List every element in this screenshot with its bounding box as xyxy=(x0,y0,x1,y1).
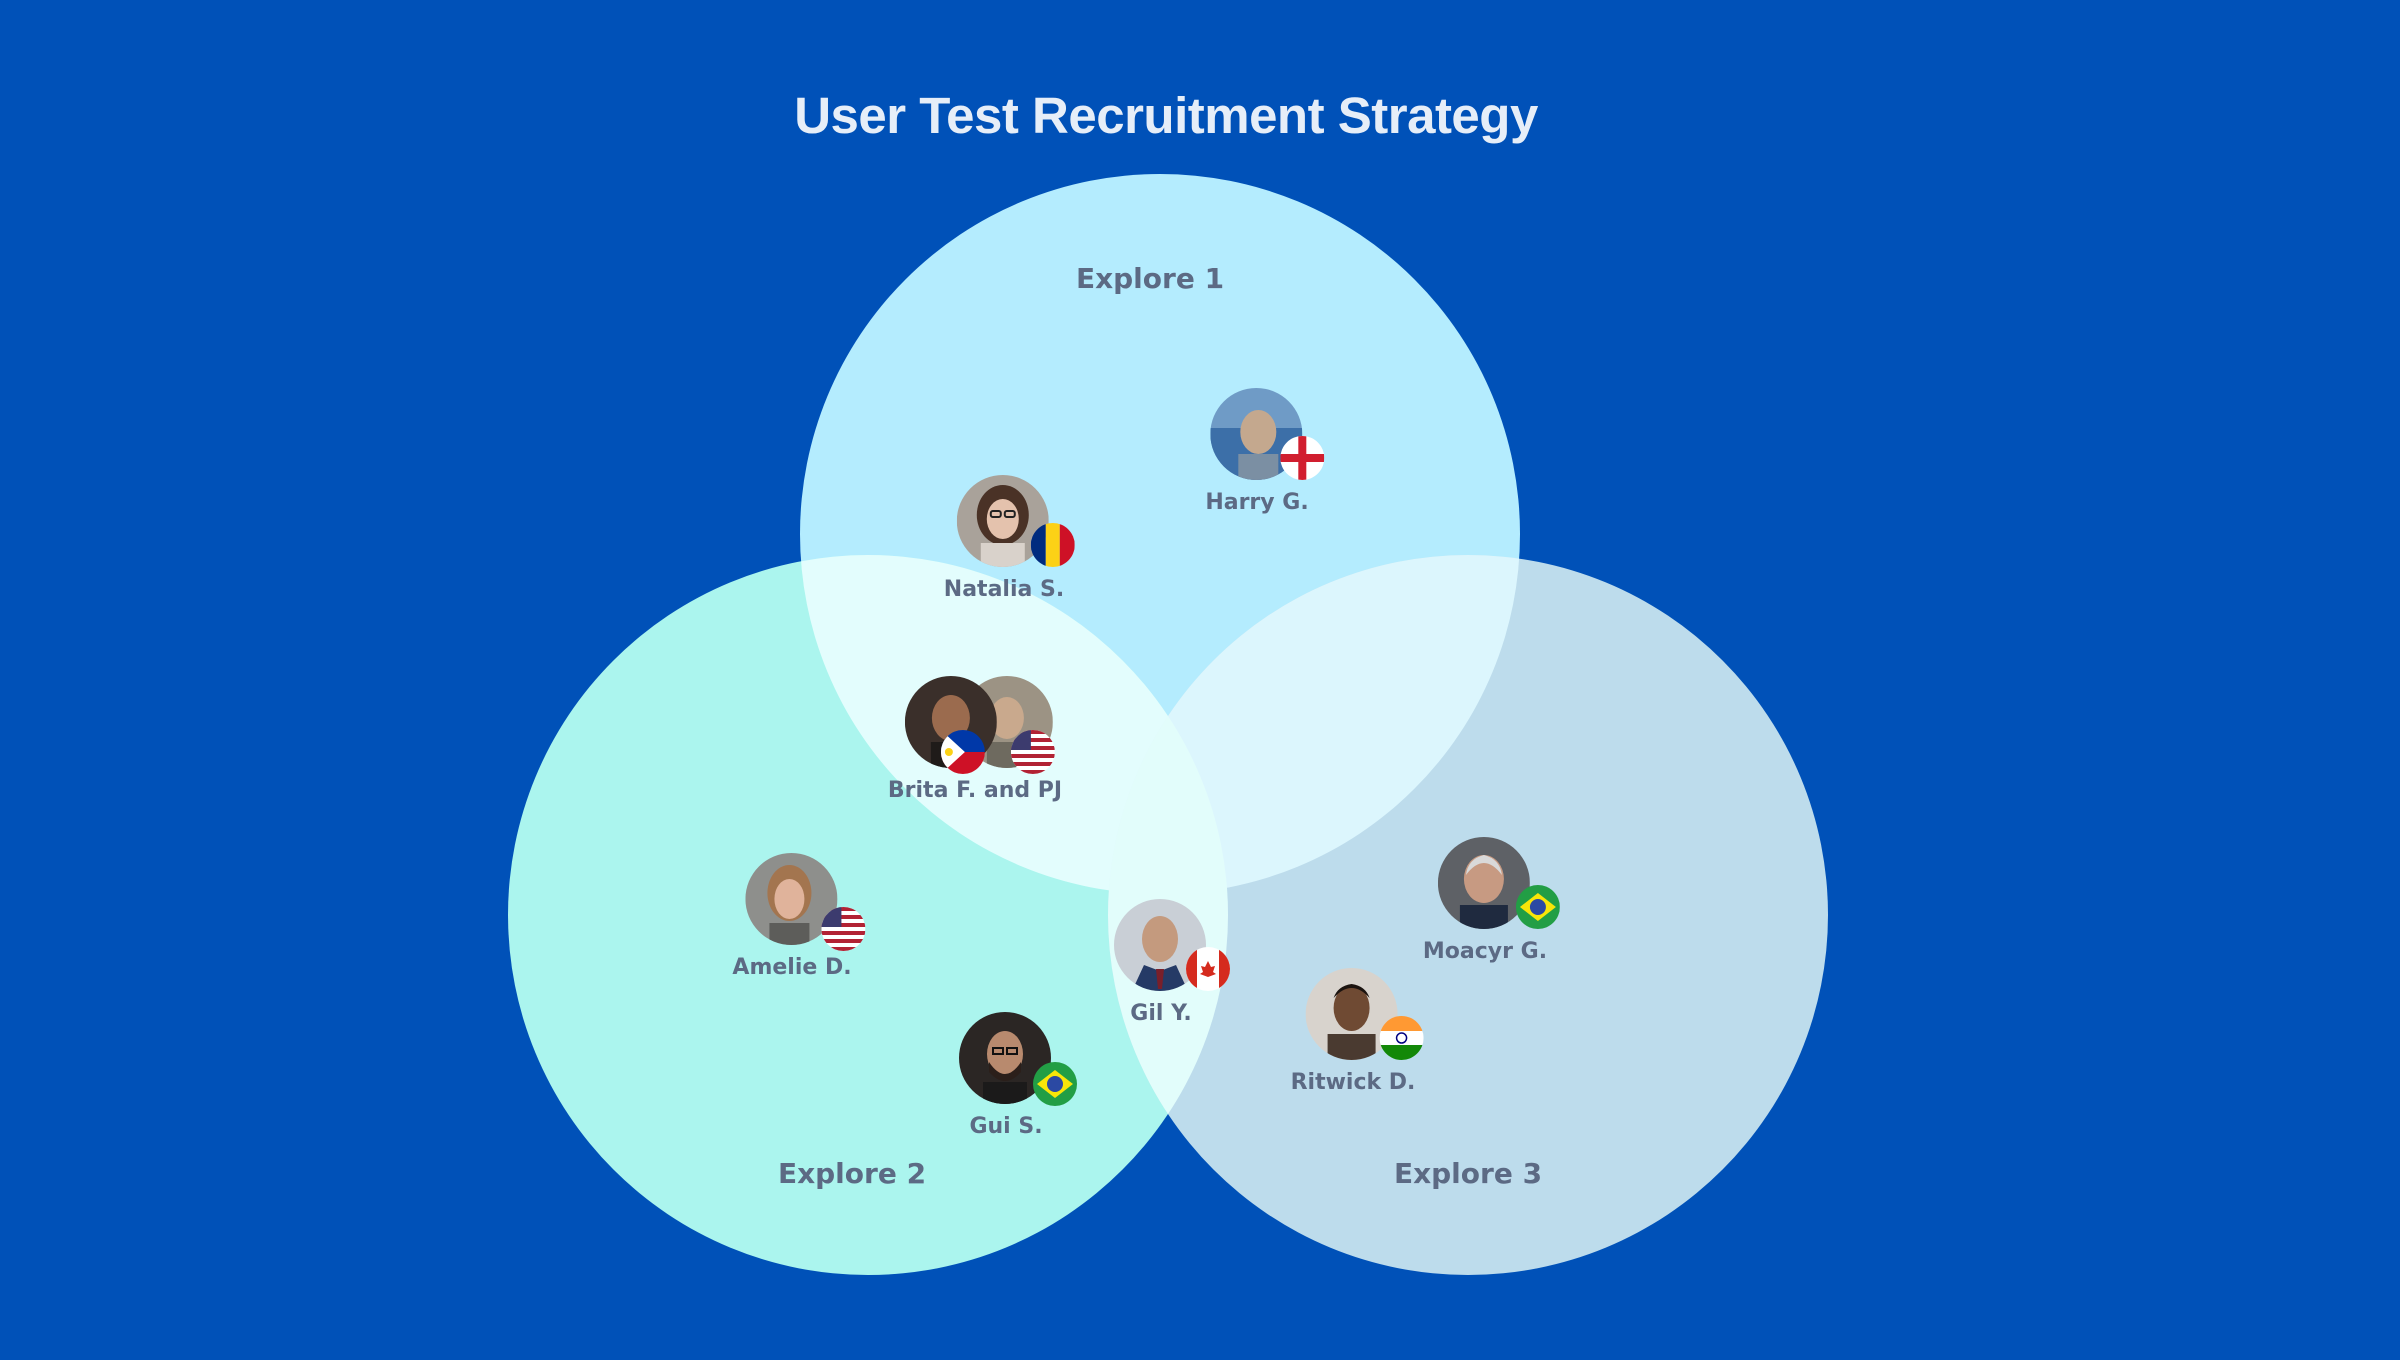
diagram-title: User Test Recruitment Strategy xyxy=(794,87,1538,144)
romania-flag-icon xyxy=(1030,523,1075,567)
person-name: Harry G. xyxy=(1205,490,1309,515)
avatar xyxy=(1437,837,1530,929)
india-flag-icon xyxy=(1379,1016,1424,1060)
england-flag-icon xyxy=(1280,436,1324,480)
avatar xyxy=(1305,968,1398,1060)
brazil-flag-icon xyxy=(1515,885,1560,929)
person-natalia: Natalia S. xyxy=(943,475,1075,602)
person-name: Ritwick D. xyxy=(1290,1070,1416,1095)
person-gui: Gui S. xyxy=(959,1012,1077,1139)
explore-3-label: Explore 3 xyxy=(1393,1157,1543,1190)
person-name: Gil Y. xyxy=(1130,1001,1192,1026)
brazil-flag-icon xyxy=(1033,1062,1077,1106)
person-ritwick: Ritwick D. xyxy=(1290,968,1424,1095)
person-brita-and-pj: Brita F. and PJ xyxy=(888,676,1062,803)
philippines-flag-icon xyxy=(941,730,985,774)
explore-1-label: Explore 1 xyxy=(1075,262,1225,295)
person-amelie: Amelie D. xyxy=(732,853,865,980)
person-name: Brita F. and PJ xyxy=(887,778,1063,803)
usa-flag-icon xyxy=(821,907,865,951)
explore-2-label: Explore 2 xyxy=(777,1157,927,1190)
person-gil: Gil Y. xyxy=(1114,899,1230,1026)
person-moacyr: Moacyr G. xyxy=(1422,837,1560,964)
avatar xyxy=(959,1012,1051,1104)
overlap-1-3 xyxy=(1108,555,1520,894)
person-name: Moacyr G. xyxy=(1422,939,1548,964)
person-name: Amelie D. xyxy=(732,955,852,980)
canada-flag-icon xyxy=(1186,947,1230,991)
person-harry: Harry G. xyxy=(1205,388,1324,515)
person-name: Natalia S. xyxy=(943,577,1065,602)
avatar xyxy=(956,475,1049,567)
usa-flag-icon xyxy=(1011,730,1055,774)
person-name: Gui S. xyxy=(969,1114,1043,1139)
